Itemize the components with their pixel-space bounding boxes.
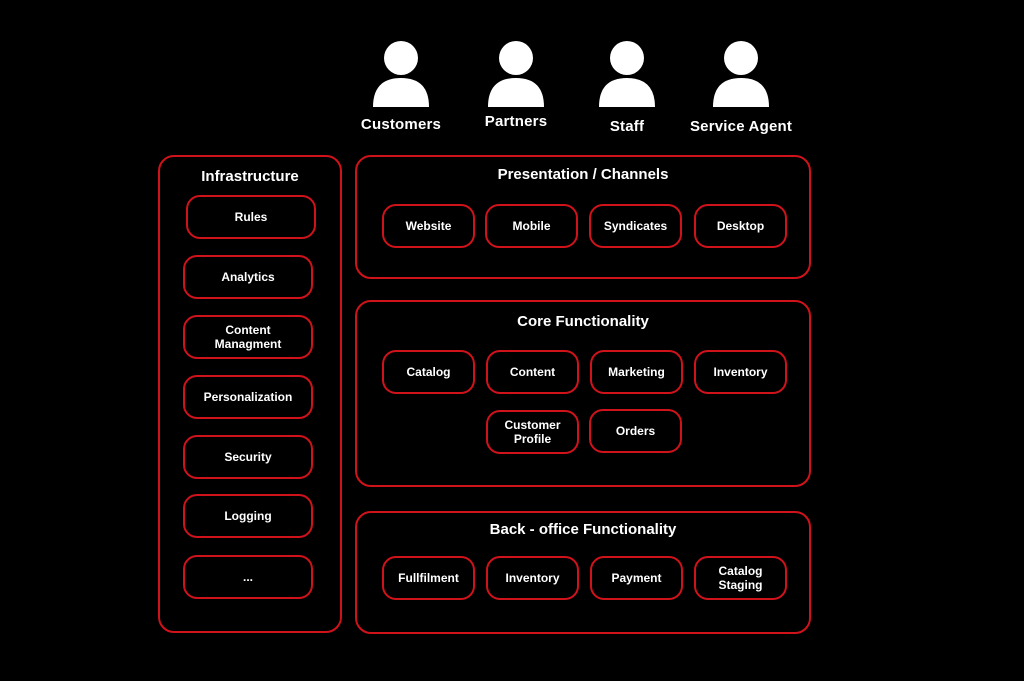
actor-label: Service Agent <box>689 118 793 135</box>
channel-website[interactable]: Website <box>382 204 475 248</box>
panel-title: Back - office Functionality <box>489 521 677 538</box>
panel-title: Presentation / Channels <box>497 166 669 183</box>
user-icon <box>488 41 544 107</box>
actor-label: Staff <box>609 118 645 135</box>
backoffice-item-payment[interactable]: Payment <box>590 556 683 600</box>
user-icon <box>599 41 655 107</box>
core-item-marketing[interactable]: Marketing <box>590 350 683 394</box>
infra-item-personalization[interactable]: Personalization <box>183 375 313 419</box>
core-item-catalog[interactable]: Catalog <box>382 350 475 394</box>
user-icon <box>713 41 769 107</box>
panel-title: Core Functionality <box>517 313 649 330</box>
core-item-customer-profile[interactable]: Customer Profile <box>486 410 579 454</box>
infra-item-more[interactable]: ... <box>183 555 313 599</box>
actor-partners: Partners <box>461 40 571 130</box>
actor-label: Customers <box>360 116 442 133</box>
panel-title: Infrastructure <box>201 168 299 185</box>
infra-item-security[interactable]: Security <box>183 435 313 479</box>
infra-item-content-management[interactable]: Content Managment <box>183 315 313 359</box>
channel-mobile[interactable]: Mobile <box>485 204 578 248</box>
channel-syndicates[interactable]: Syndicates <box>589 204 682 248</box>
presentation-panel: Presentation / Channels Website Mobile S… <box>355 155 811 279</box>
actor-staff: Staff <box>572 40 682 135</box>
core-panel: Core Functionality Catalog Content Marke… <box>355 300 811 487</box>
actor-label: Partners <box>484 113 548 130</box>
backoffice-item-catalog-staging[interactable]: Catalog Staging <box>694 556 787 600</box>
actor-customers: Customers <box>346 40 456 133</box>
channel-desktop[interactable]: Desktop <box>694 204 787 248</box>
infra-item-analytics[interactable]: Analytics <box>183 255 313 299</box>
core-item-orders[interactable]: Orders <box>589 409 682 453</box>
infrastructure-panel: Infrastructure Rules Analytics Content M… <box>158 155 342 633</box>
infra-item-rules[interactable]: Rules <box>186 195 316 239</box>
core-item-content[interactable]: Content <box>486 350 579 394</box>
backoffice-panel: Back - office Functionality Fullfilment … <box>355 511 811 634</box>
backoffice-item-fulfilment[interactable]: Fullfilment <box>382 556 475 600</box>
backoffice-item-inventory[interactable]: Inventory <box>486 556 579 600</box>
actor-service-agent: Service Agent <box>681 40 801 135</box>
user-icon <box>373 41 429 107</box>
infra-item-logging[interactable]: Logging <box>183 494 313 538</box>
core-item-inventory[interactable]: Inventory <box>694 350 787 394</box>
